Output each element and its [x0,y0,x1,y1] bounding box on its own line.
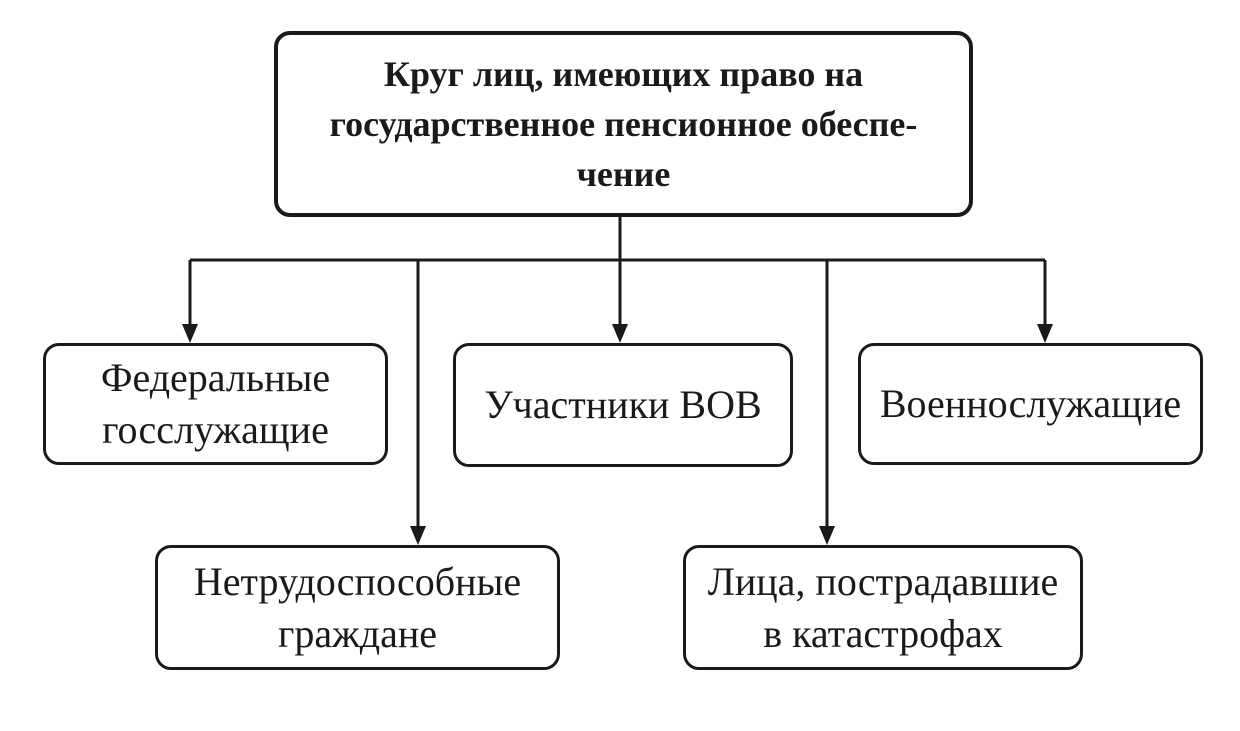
node-military-personnel: Военнослужащие [858,343,1203,465]
node-label-line: в катастрофах [763,610,1003,656]
node-label-line: госслужащие [102,407,329,452]
node-root-line: чение [576,154,671,194]
arrow-down-icon [612,324,628,343]
node-root-pension-eligibility: Круг лиц, имеющих право на государственн… [274,31,973,217]
node-root-line: Круг лиц, имеющих право на [383,54,864,94]
node-root-line: государственное пенсионное обеспе- [329,104,918,144]
node-label-line: Военнослужащие [879,381,1182,426]
arrow-down-icon [1037,324,1053,343]
node-label-line: Федеральные [100,355,331,400]
arrow-down-icon [819,526,835,545]
node-federal-civil-servants: Федеральные госслужащие [43,343,388,465]
node-disaster-victims: Лица, пострадавшие в катастрофах [683,545,1083,670]
node-label-line: Лица, пострадавшие [707,558,1059,604]
node-label-line: граждане [277,610,438,656]
node-wwii-participants: Участники ВОВ [453,343,793,467]
arrow-down-icon [410,526,426,545]
arrow-down-icon [182,324,198,343]
node-label-line: Участники ВОВ [484,382,762,427]
node-label-line: Нетрудоспособные [193,558,522,604]
node-disabled-citizens: Нетрудоспособные граждане [155,545,560,670]
